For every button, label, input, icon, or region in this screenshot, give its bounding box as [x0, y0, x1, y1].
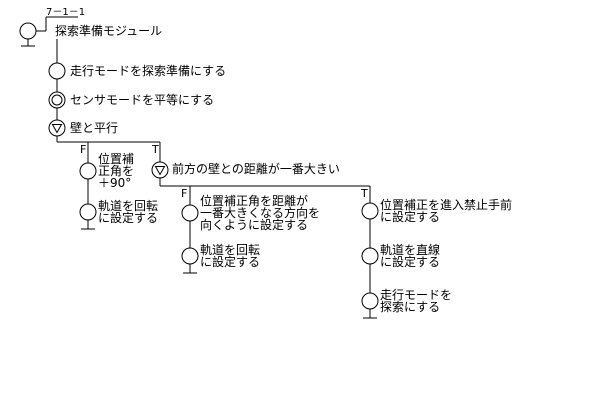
process-node-circle	[361, 202, 379, 220]
ground-terminal-icon	[363, 309, 377, 319]
process-node-circle	[48, 62, 66, 80]
branch2-true-label: T	[361, 187, 368, 200]
ground-terminal-icon	[81, 220, 95, 230]
node-label-line: 軌道を回転	[200, 243, 261, 257]
node-label-line: 位置補	[98, 152, 135, 166]
ground-terminal-icon	[21, 39, 35, 47]
branch1-condition-label: 壁と平行	[70, 121, 119, 135]
branch1-true-label: T	[152, 143, 159, 156]
node-label-line: 軌道を直線	[380, 243, 441, 257]
node-label-line: に設定する	[380, 255, 441, 269]
branch1-false-label: F	[80, 143, 87, 156]
node-label-line: 一番大きくなる方向を	[200, 206, 321, 220]
module-id-label: 7－1－1	[46, 7, 86, 18]
process-node-circle	[79, 162, 97, 180]
step-label-set-sensor-mode: センサモードを平等にする	[70, 93, 215, 107]
node-label-line: に設定する	[380, 210, 441, 224]
branch-triangle-icon	[51, 124, 63, 134]
branch2-condition-label: 前方の壁との距離が一番大きい	[172, 162, 340, 176]
node-label-line: 向くように設定する	[200, 218, 309, 232]
branch1-node-circle	[48, 119, 66, 137]
branch-triangle-icon	[154, 166, 166, 176]
process-node-circle	[79, 203, 97, 221]
process-node-circle	[361, 292, 379, 310]
node-label-line: 位置補正角を距離が	[200, 194, 309, 208]
process-node-circle	[361, 247, 379, 265]
node-label-line: ＋90°	[98, 176, 132, 190]
node-label-line: に設定する	[200, 255, 261, 269]
branch2-false-label: F	[181, 187, 188, 200]
process-node-circle	[181, 204, 199, 222]
node-label-line: 位置補正を進入禁止手前	[380, 198, 513, 212]
node-label-line: に設定する	[98, 211, 159, 225]
module-call-node-inner-circle	[51, 94, 63, 106]
start-node-circle	[19, 22, 37, 40]
node-label-line: 軌道を回転	[98, 199, 159, 213]
node-label-line: 探索にする	[380, 300, 441, 314]
node-label-line: 正角を	[98, 164, 135, 178]
ground-terminal-icon	[183, 264, 197, 274]
branch2-node-circle	[151, 161, 169, 179]
node-label-line: 走行モードを	[380, 288, 453, 302]
step-label-set-drive-mode-prepare: 走行モードを探索準備にする	[70, 64, 227, 78]
module-name-label: 探索準備モジュール	[55, 24, 163, 38]
process-node-circle	[181, 247, 199, 265]
